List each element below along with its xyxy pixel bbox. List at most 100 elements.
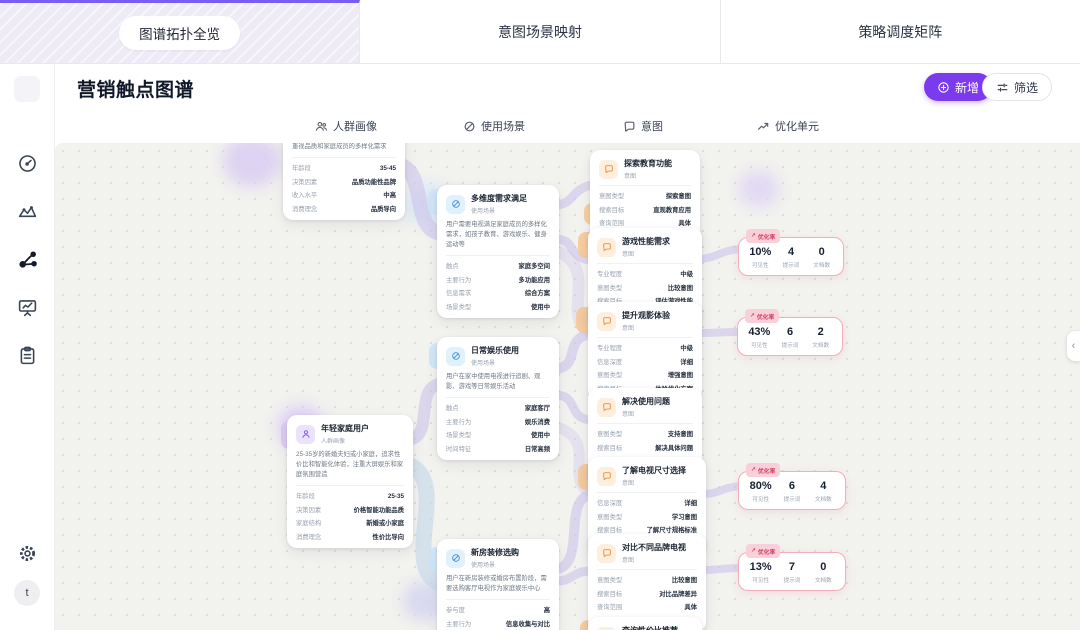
nav-analytics-chart-icon[interactable]: [12, 196, 42, 226]
decor-blob: [223, 143, 281, 187]
metric-value: 10%: [749, 246, 772, 258]
card-row: 收入水平中高: [292, 192, 396, 200]
card-title: 新房装修选购: [471, 548, 519, 557]
legend-optimization-unit: 优化单元: [757, 118, 819, 134]
decor-blob: [739, 171, 779, 207]
card-row: 触点家庭多空间: [446, 263, 550, 271]
nav-report-clipboard-icon[interactable]: [12, 340, 42, 370]
card-subtitle: 人群画像: [321, 439, 346, 445]
card-row: 意图类型支持意图: [597, 431, 693, 438]
metric-value: 6: [788, 480, 796, 492]
card-row: 搜索目标直观教育应用: [599, 206, 691, 214]
metric-value: 43%: [748, 326, 771, 338]
connection-links: [391, 157, 745, 592]
scene-icon: [463, 120, 476, 133]
optimization-rate-badge: ↗优化率: [746, 229, 781, 243]
card-scene-new-home[interactable]: 新房装修选购 使用场景 用户在新房装修或婚房布置阶段，需要选购客厅电视作为家庭娱…: [437, 539, 559, 630]
card-desc: 用户需要电视满足家庭成员的多样化需求，如孩子教育、游戏娱乐、健身运动等: [446, 221, 547, 249]
tab-topology-overview[interactable]: 图谱拓扑全览: [0, 0, 361, 63]
card-persona-young-family[interactable]: 年轻家庭用户 人群画像 25-35岁的新婚夫妇或小家庭，追求性价比和智能化体验，…: [287, 415, 413, 548]
chat-bubble-icon: [597, 311, 616, 331]
card-row: 场景类型使用中: [446, 432, 550, 440]
scene-icon: [446, 194, 465, 214]
card-row: 触点家庭客厅: [446, 405, 550, 413]
card-desc: 重视品质和家庭成员的多样化需求: [292, 143, 387, 150]
card-row: 消费理念性价比导向: [296, 533, 404, 541]
card-desc: 用户在新房装修或婚房布置阶段，需要选购客厅电视作为家庭娱乐中心: [446, 575, 547, 593]
card-desc: 用户在家中使用电视进行追剧、观影、游戏等日常娱乐活动: [446, 373, 541, 391]
card-scene-daily-entertainment[interactable]: 日常娱乐使用 使用场景 用户在家中使用电视进行追剧、观影、游戏等日常娱乐活动 触…: [437, 337, 559, 460]
filter-sliders-icon: [996, 81, 1009, 94]
card-row: 搜索目标解决具体问题: [597, 444, 693, 452]
users-icon: [315, 120, 328, 133]
metric-value: 4: [787, 246, 795, 258]
collapse-panel-handle[interactable]: ‹: [1067, 331, 1080, 361]
add-button[interactable]: 新增: [923, 73, 992, 101]
card-subtitle: 意图: [622, 326, 635, 332]
card-row: 主要行为信息收集与对比: [446, 620, 550, 628]
card-scene-multi-needs[interactable]: 多维度需求满足 使用场景 用户需要电视满足家庭成员的多样化需求，如孩子教育、游戏…: [437, 185, 559, 318]
card-row: 查询范围具体: [599, 220, 691, 227]
card-row: 决策因素品质功能性品牌: [292, 178, 396, 186]
metric-value: 4: [820, 480, 827, 492]
card-row: 搜索目标评估游戏性能: [597, 296, 693, 305]
card-row: 专业程度中级: [597, 345, 693, 352]
card-subtitle: 意图: [622, 412, 635, 418]
optimization-rate-badge: ↗优化率: [746, 544, 781, 558]
top-tab-bar: 图谱拓扑全览 意图场景映射 策略调度矩阵: [0, 0, 1080, 64]
card-row: 搜索目标了解尺寸规格标准: [597, 527, 697, 534]
add-button-label: 新增: [954, 80, 979, 95]
card-row: 意图类型增强意图: [597, 372, 693, 379]
trend-icon: ↗: [751, 548, 756, 554]
nav-presentation-icon[interactable]: [12, 292, 42, 322]
trend-icon: ↗: [750, 313, 755, 319]
card-row: 参与度高: [446, 607, 550, 615]
card-subtitle: 意图: [622, 252, 635, 258]
app-logo: [14, 76, 40, 102]
card-subtitle: 使用场景: [471, 563, 496, 569]
metric-value: 6: [786, 326, 794, 338]
card-row: 场景类型使用中: [446, 303, 550, 311]
legend-scene: 使用场景: [463, 118, 525, 134]
card-row: 意图类型比较意图: [597, 284, 693, 292]
chat-bubble-icon: [597, 237, 616, 257]
nav-dashboard-gauge-icon[interactable]: [12, 148, 42, 178]
chat-bubble-icon: [599, 159, 618, 179]
card-row: 决策因素价格智能功能品质: [296, 506, 404, 514]
tab-intent-scene-mapping[interactable]: 意图场景映射: [360, 0, 721, 63]
card-row: 信息需求综合方案: [446, 290, 550, 298]
card-row: 主要行为多功能应用: [446, 276, 550, 284]
card-intent-value-query-partial[interactable]: 查询性价比推荐 意图: [588, 617, 702, 630]
filter-button[interactable]: 筛选: [981, 73, 1052, 101]
card-title: 解决使用问题: [622, 397, 670, 406]
trend-icon: ↗: [751, 233, 756, 239]
chat-bubble-icon: [597, 397, 616, 417]
legend-persona: 人群画像: [315, 118, 377, 134]
chat-bubble-icon: [623, 120, 636, 133]
person-icon: [296, 424, 315, 444]
card-subtitle: 使用场景: [471, 361, 496, 367]
chat-bubble-icon: [597, 626, 616, 630]
nav-graph-network-icon[interactable]: [12, 244, 42, 274]
trend-icon: ↗: [751, 467, 756, 473]
card-row: 家庭结构新婚或小家庭: [296, 520, 404, 528]
user-avatar[interactable]: t: [14, 580, 40, 606]
tab-strategy-matrix[interactable]: 策略调度矩阵: [721, 0, 1080, 63]
card-row: 信息深度详细: [597, 358, 693, 366]
settings-gear-icon[interactable]: [12, 538, 42, 568]
tab-label: 策略调度矩阵: [858, 23, 943, 40]
card-subtitle: 意图: [622, 481, 635, 487]
tab-label: 意图场景映射: [497, 23, 582, 40]
page-header: 营销触点图谱 新增 筛选: [55, 64, 1080, 110]
card-row: 专业程度中级: [597, 271, 693, 278]
card-subtitle: 意图: [622, 558, 635, 564]
